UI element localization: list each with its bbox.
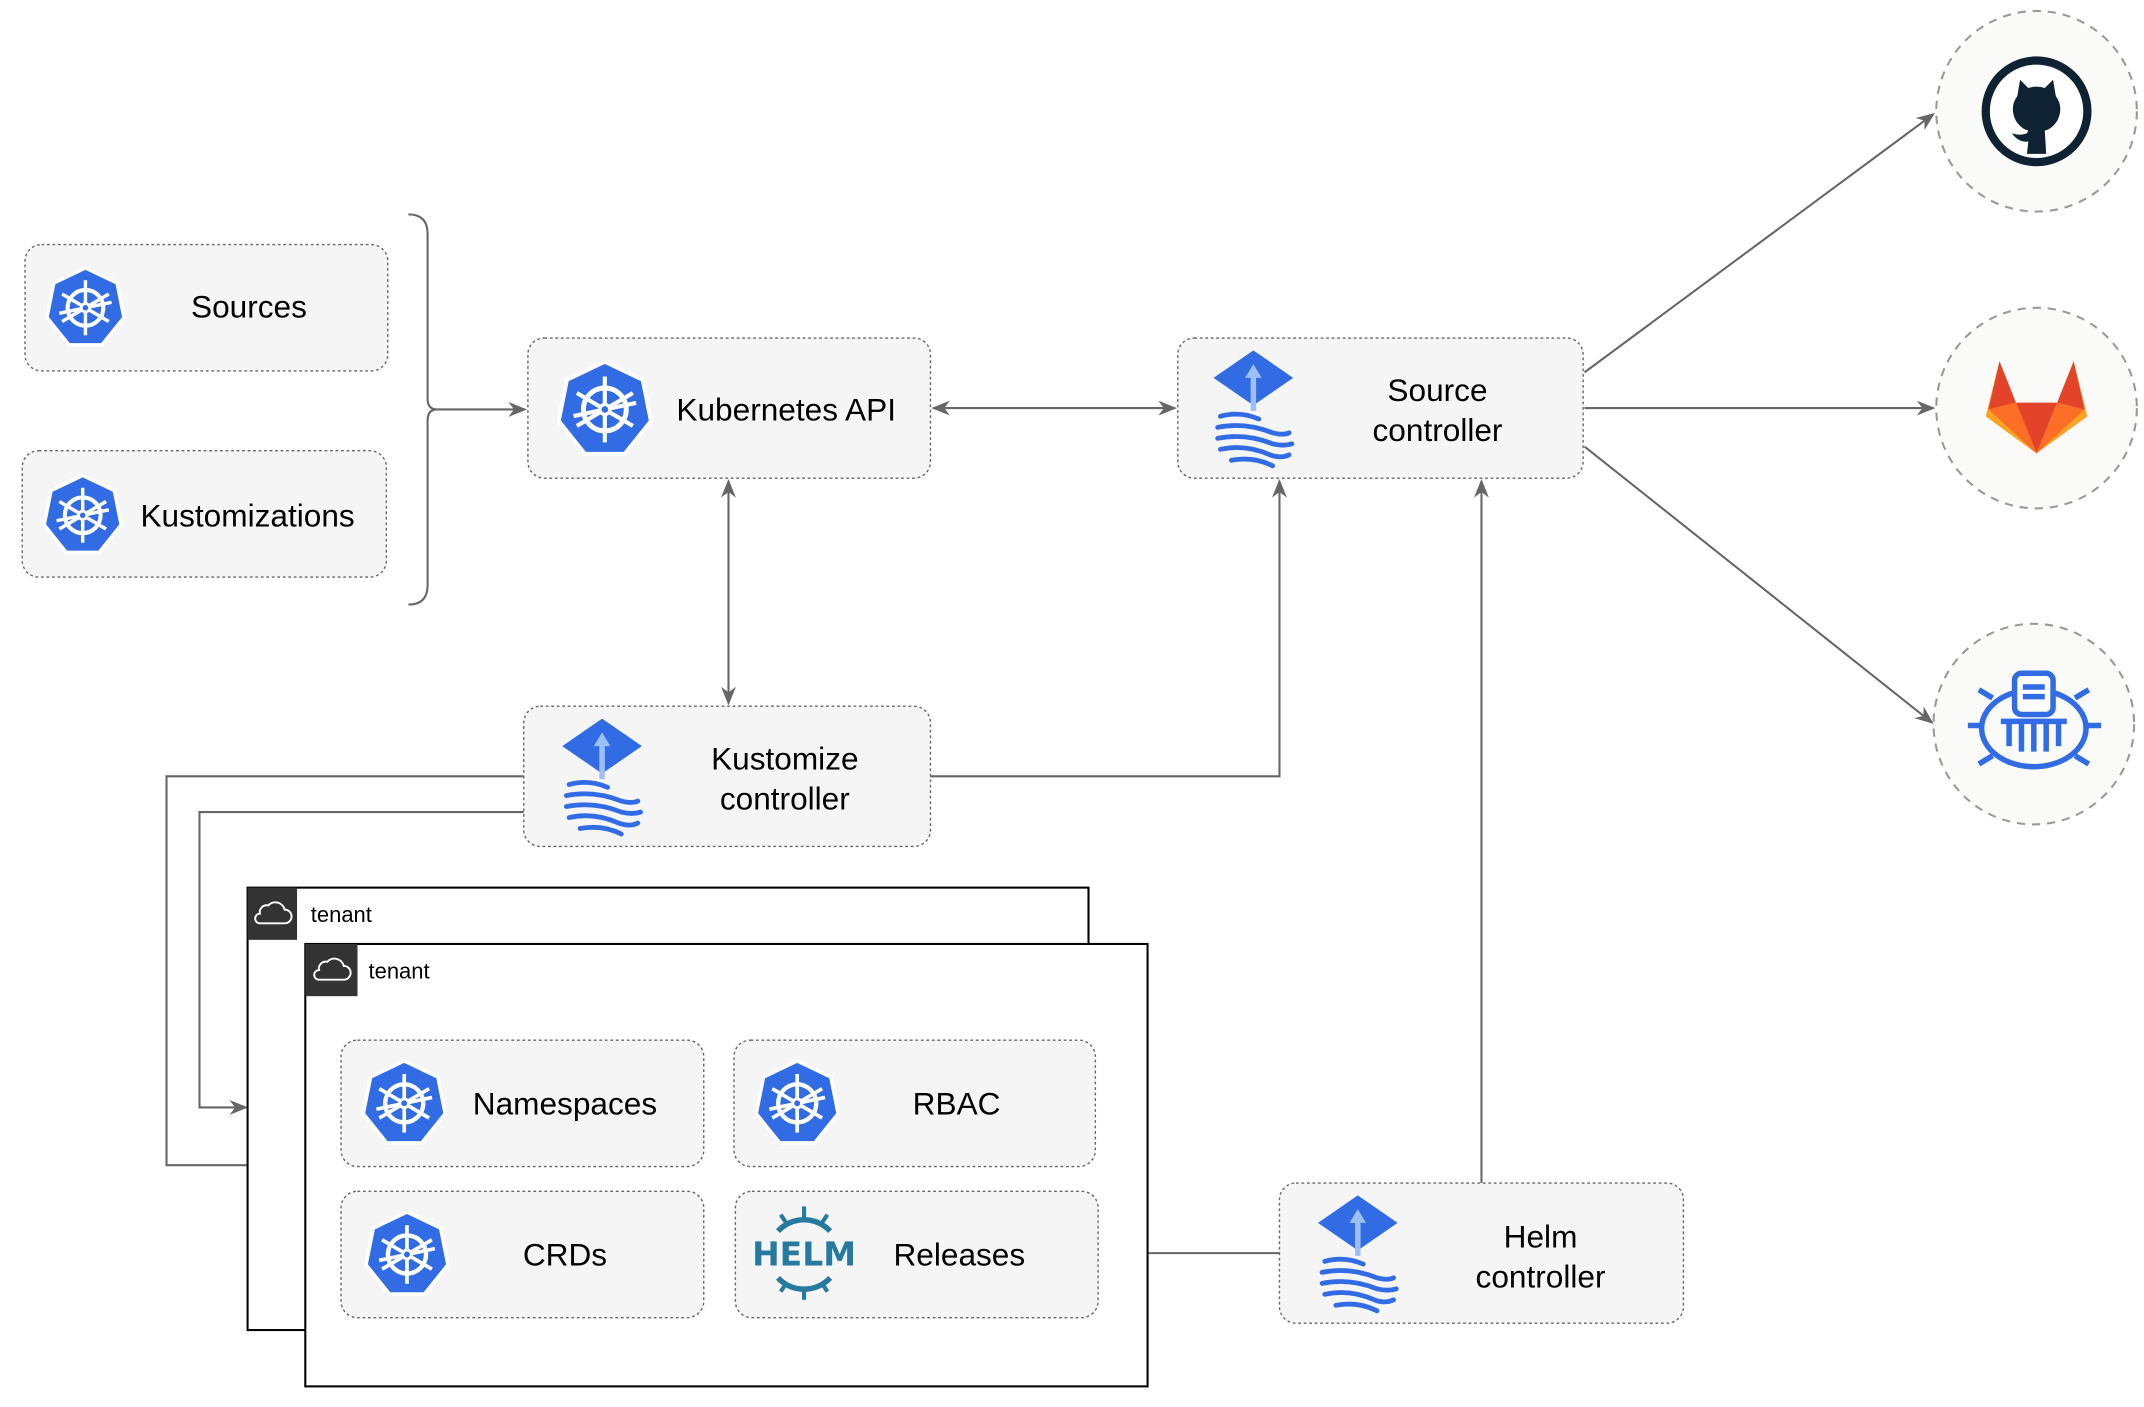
tenant-label: tenant: [311, 902, 372, 927]
cloud-icon: [254, 901, 293, 925]
node-label: controller: [720, 780, 850, 816]
namespaces-node[interactable]: Namespaces: [340, 1039, 705, 1168]
node-label: Helm: [1504, 1219, 1578, 1255]
node-label: Source: [1387, 372, 1487, 408]
node-label: Releases: [893, 1236, 1025, 1272]
kubernetes-icon: [44, 475, 121, 552]
gitlab-icon: [1985, 361, 2088, 454]
edge-kustomize-to-tenant-2: [165, 775, 524, 1173]
releases-node[interactable]: HELM Releases: [734, 1190, 1099, 1319]
edge-kustomize-to-source: [930, 479, 1287, 778]
kubernetes-api-node[interactable]: Kubernetes API: [527, 337, 932, 479]
kubernetes-icon: [47, 268, 124, 345]
bucket-node[interactable]: [1932, 622, 2136, 826]
sources-node[interactable]: Sources: [24, 243, 389, 372]
node-label: RBAC: [913, 1085, 1001, 1121]
kubernetes-icon: [363, 1061, 445, 1143]
github-icon: [1981, 56, 2092, 167]
kustomize-controller-node[interactable]: Kustomize controller: [523, 705, 932, 848]
bucket-icon: [1967, 670, 2102, 770]
helm-icon: HELM: [752, 1206, 856, 1300]
gitlab-node[interactable]: [1935, 306, 2138, 510]
tenant-label: tenant: [369, 958, 430, 983]
source-controller-node[interactable]: Source controller: [1177, 337, 1584, 479]
kubernetes-icon: [756, 1061, 838, 1143]
brace-connector: [408, 213, 438, 606]
node-label: controller: [1476, 1258, 1606, 1294]
crds-node[interactable]: CRDs: [340, 1190, 705, 1319]
edge-kustomize-to-tenant-1: [198, 811, 524, 1115]
github-node[interactable]: [1935, 9, 2138, 213]
node-label: Sources: [191, 288, 307, 324]
helm-controller-node[interactable]: Helm controller: [1278, 1182, 1685, 1324]
node-label: Kubernetes API: [676, 391, 896, 427]
node-label: CRDs: [523, 1236, 607, 1272]
node-label: Kustomizations: [140, 497, 354, 533]
svg-text:HELM: HELM: [752, 1234, 856, 1273]
rbac-node[interactable]: RBAC: [733, 1039, 1097, 1168]
kustomizations-node[interactable]: Kustomizations: [21, 449, 388, 578]
kubernetes-icon: [366, 1212, 448, 1294]
edge-source-to-bucket: [1583, 445, 1934, 724]
node-label: Namespaces: [473, 1085, 657, 1121]
kubernetes-icon: [559, 362, 651, 454]
node-label: Kustomize: [711, 740, 858, 776]
node-label: controller: [1373, 412, 1503, 448]
edge-source-to-github: [1583, 112, 1936, 374]
cloud-icon: [313, 957, 352, 981]
